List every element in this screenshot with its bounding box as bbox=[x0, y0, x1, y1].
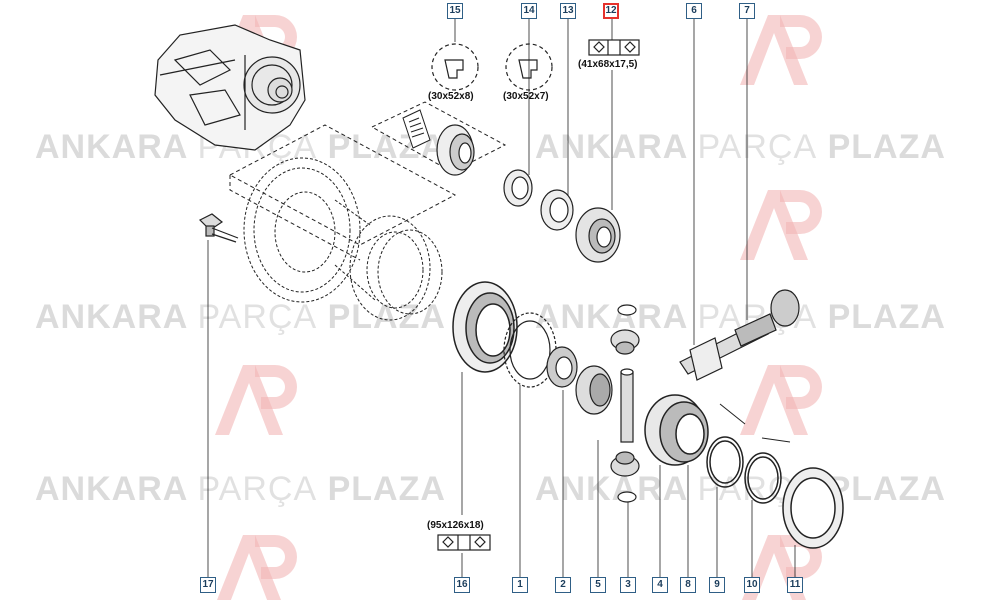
bearing-icon bbox=[503, 169, 621, 263]
shaft-icon bbox=[679, 313, 777, 381]
callout-2[interactable]: 2 bbox=[555, 577, 571, 593]
callout-8[interactable]: 8 bbox=[680, 577, 696, 593]
callout-6[interactable]: 6 bbox=[686, 3, 702, 19]
callout-1[interactable]: 1 bbox=[512, 577, 528, 593]
gear-icon bbox=[575, 289, 800, 503]
callout-9[interactable]: 9 bbox=[709, 577, 725, 593]
callout-17[interactable]: 17 bbox=[200, 577, 216, 593]
bearing-spec-icon bbox=[437, 39, 640, 551]
washer-icon bbox=[503, 312, 578, 388]
spec-part-12: (41x68x17,5) bbox=[578, 59, 638, 70]
bolt-icon bbox=[198, 213, 239, 243]
watermark: ANKARA PARÇA PLAZA bbox=[35, 470, 446, 508]
callout-13[interactable]: 13 bbox=[560, 3, 576, 19]
callout-12-highlighted[interactable]: 12 bbox=[603, 3, 619, 19]
callout-3[interactable]: 3 bbox=[620, 577, 636, 593]
shaft-icon bbox=[620, 368, 634, 443]
gear-icon bbox=[644, 394, 709, 466]
callout-11[interactable]: 11 bbox=[787, 577, 803, 593]
callout-16[interactable]: 16 bbox=[454, 577, 470, 593]
gearbox-icon bbox=[154, 24, 306, 151]
callout-4[interactable]: 4 bbox=[652, 577, 668, 593]
callout-14[interactable]: 14 bbox=[521, 3, 537, 19]
gear-icon bbox=[243, 157, 443, 321]
spec-part-16: (95x126x18) bbox=[427, 520, 484, 531]
seal-icon bbox=[431, 43, 553, 91]
callout-7[interactable]: 7 bbox=[739, 3, 755, 19]
logo-watermark-icon bbox=[215, 15, 822, 600]
spec-part-15: (30x52x8) bbox=[428, 91, 474, 102]
callout-15[interactable]: 15 bbox=[447, 3, 463, 19]
leader-lines bbox=[207, 17, 796, 577]
spec-part-14: (30x52x7) bbox=[503, 91, 549, 102]
callout-10[interactable]: 10 bbox=[744, 577, 760, 593]
document-icon bbox=[402, 109, 431, 149]
bearing-icon bbox=[452, 281, 518, 373]
watermark: ANKARA PARÇA PLAZA bbox=[535, 128, 946, 166]
kit-outline bbox=[228, 101, 507, 261]
bearing-icon bbox=[436, 124, 475, 176]
callout-5[interactable]: 5 bbox=[590, 577, 606, 593]
watermark: ANKARA PARÇA PLAZA bbox=[35, 298, 446, 336]
circlip-icon bbox=[706, 403, 844, 549]
